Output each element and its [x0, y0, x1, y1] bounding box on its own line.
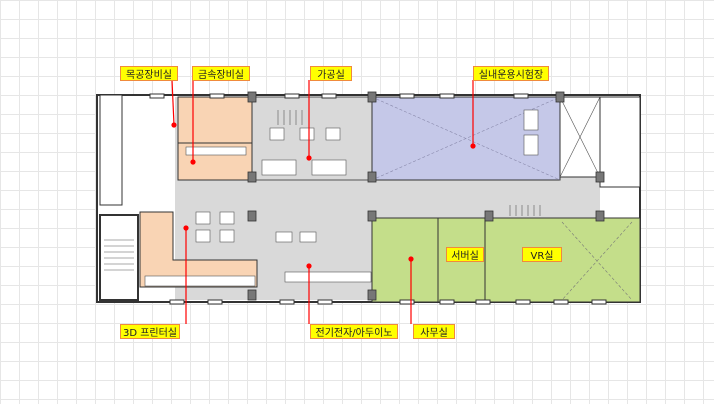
pointer-lines: [171, 79, 476, 324]
windows: [149, 93, 607, 305]
office-room: [371, 217, 439, 303]
stair-steps: [104, 110, 541, 271]
furniture: [144, 109, 539, 287]
printer-room: [139, 211, 258, 288]
restroom-area: [599, 96, 641, 188]
label-metalworking-room: 금속장비실: [192, 66, 250, 81]
label-woodworking-room: 목공장비실: [120, 66, 178, 81]
label-3d-printer-room: 3D 프린터실: [120, 324, 180, 339]
woodworking-room: [177, 96, 253, 144]
label-office-room: 사무실: [413, 324, 455, 339]
vr-room: [484, 217, 641, 303]
label-indoor-test-room: 실내운용시험장: [473, 66, 549, 81]
label-processing-room: 가공실: [310, 66, 352, 81]
stairwell: [99, 214, 139, 301]
label-electronics-room: 전기전자/아두이노: [310, 324, 398, 339]
stairwell-top: [99, 94, 123, 206]
label-server-room: 서버실: [446, 247, 484, 262]
label-vr-room: VR실: [522, 247, 562, 262]
columns: [247, 91, 605, 301]
